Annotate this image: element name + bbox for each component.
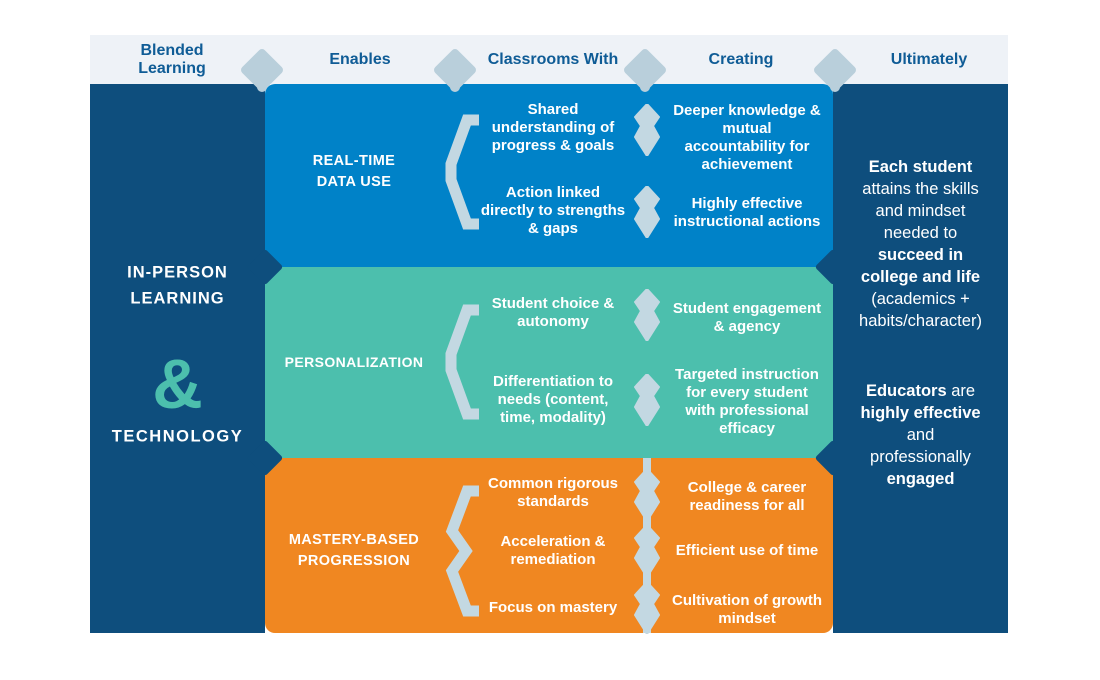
paragraph-line: succeed in: [877, 246, 964, 264]
paragraph-line: (academics +: [871, 290, 970, 308]
paragraph-line: needed to: [883, 224, 958, 242]
row-category-label: REAL-TIME DATA USE: [265, 151, 443, 193]
paragraph-bold-segment: Educators: [865, 382, 947, 400]
paragraph-segment: are: [946, 382, 976, 400]
left-panel: IN-PERSON LEARNING & TECHNOLOGY: [90, 84, 265, 633]
bracket-icon: [445, 485, 479, 617]
header-label-enables: Enables: [280, 35, 440, 84]
header-label-text: Enables: [329, 50, 391, 68]
paragraph-line: professionally: [870, 448, 971, 466]
outcome-item: Deeper knowledge & mutual accountability…: [673, 102, 821, 173]
header-label-classrooms-with: Classrooms With: [473, 35, 633, 84]
paragraph-line: and mindset: [875, 202, 966, 220]
header-bar: [90, 35, 1008, 84]
diamond-icon: [634, 582, 660, 634]
header-label-text: Classrooms With: [487, 50, 619, 68]
outcome-item: Targeted instruction for every student w…: [675, 366, 819, 437]
bracket-icon: [445, 304, 479, 420]
header-label-text: Blended Learning: [138, 41, 206, 77]
header-label-creating: Creating: [661, 35, 821, 84]
enabler-item: Student choice & autonomy: [491, 295, 615, 330]
header-label-text: Creating: [708, 50, 774, 68]
diamond-icon: [634, 104, 660, 156]
paragraph-line: engaged: [886, 470, 955, 488]
row-real-time-data-use: REAL-TIME DATA USE Shared understanding …: [265, 84, 833, 267]
paragraph-line: highly effective: [860, 404, 981, 422]
paragraph-line: college and life: [860, 268, 981, 286]
paragraph-line: Educators are: [843, 380, 998, 402]
right-panel-students-paragraph: Each student attains the skills and mind…: [843, 156, 998, 332]
row-personalization: PERSONALIZATION Student choice & autonom…: [265, 267, 833, 458]
outcome-item: College & career readiness for all: [687, 479, 807, 514]
outcome-item: Highly effective instructional actions: [673, 195, 821, 230]
paragraph-line: habits/character): [859, 312, 982, 330]
diamond-icon: [634, 469, 660, 521]
diamond-icon: [634, 374, 660, 426]
outcome-item: Student engagement & agency: [672, 300, 822, 335]
header-label-text: Ultimately: [890, 50, 968, 68]
outcome-item: Efficient use of time: [675, 542, 819, 559]
left-panel-in-person-learning: IN-PERSON LEARNING: [90, 260, 265, 311]
paragraph-line: and: [906, 426, 935, 444]
row-category-label: PERSONALIZATION: [265, 352, 443, 372]
enabler-item: Acceleration & remediation: [500, 533, 606, 568]
enabler-item: Focus on mastery: [488, 599, 618, 616]
right-panel: Each student attains the skills and mind…: [833, 84, 1008, 633]
diamond-icon: [634, 289, 660, 341]
enabler-item: Common rigorous standards: [488, 475, 618, 510]
bracket-icon: [445, 114, 479, 230]
row-category-text: MASTERY-BASED PROGRESSION: [288, 531, 420, 569]
row-category-label: MASTERY-BASED PROGRESSION: [265, 530, 443, 572]
enabler-item: Shared understanding of progress & goals: [491, 101, 615, 154]
enabler-item: Action linked directly to strengths & ga…: [480, 184, 626, 237]
enabler-item: Differentiation to needs (content, time,…: [493, 373, 613, 426]
header-label-blended-learning: Blended Learning: [92, 35, 252, 84]
row-mastery-based-progression: MASTERY-BASED PROGRESSION Common rigorou…: [265, 458, 833, 634]
right-panel-educators-paragraph: Educators are highly effective and profe…: [843, 380, 998, 490]
diamond-icon: [634, 525, 660, 577]
left-panel-technology: TECHNOLOGY: [111, 427, 244, 446]
ampersand-icon: &: [152, 345, 203, 423]
paragraph-line: attains the skills: [862, 180, 979, 198]
left-panel-text: IN-PERSON LEARNING: [127, 263, 228, 307]
outcome-item: Cultivation of growth mindset: [672, 592, 822, 627]
row-category-text: PERSONALIZATION: [284, 353, 424, 370]
header-label-ultimately: Ultimately: [849, 35, 1009, 84]
paragraph-line: Each student: [868, 158, 973, 176]
row-category-text: REAL-TIME DATA USE: [312, 152, 396, 190]
diamond-icon: [634, 186, 660, 238]
